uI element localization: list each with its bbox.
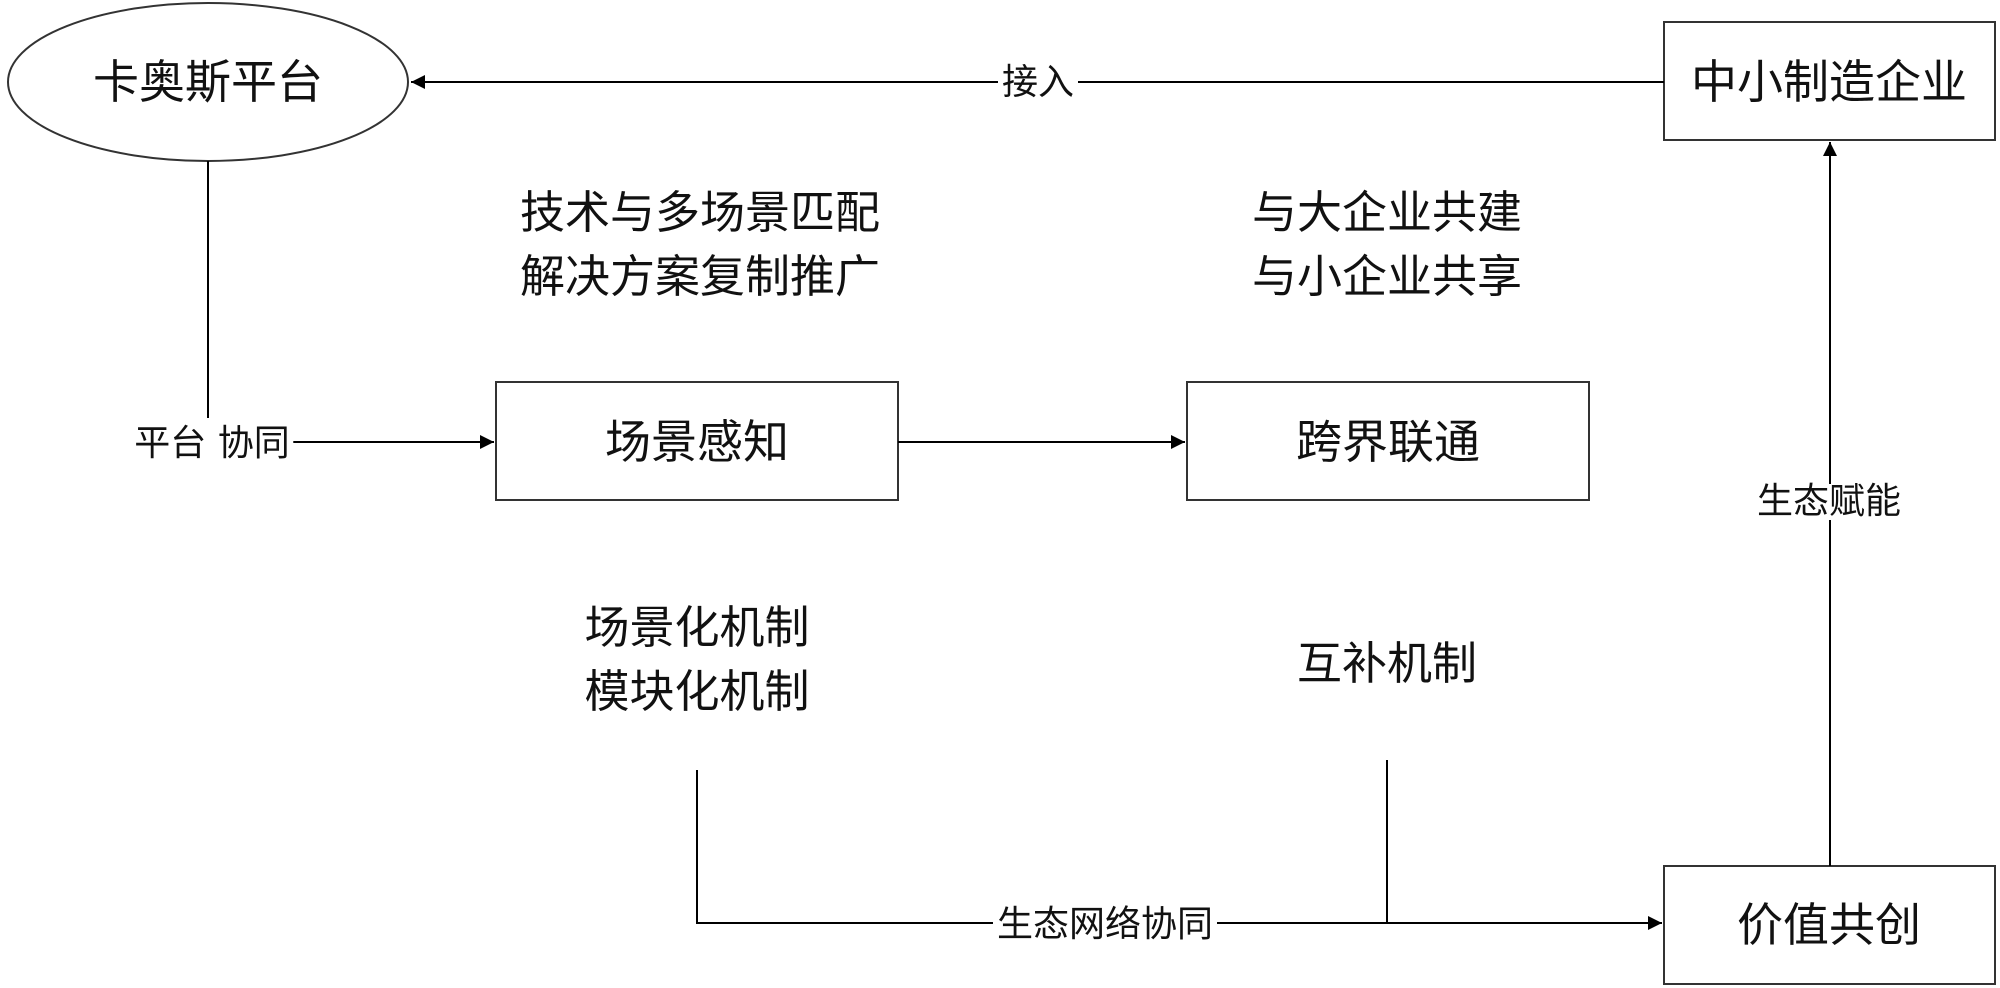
tech-match-note: 技术与多场景匹配 解决方案复制推广 (520, 181, 880, 309)
scene-mech-line2: 模块化机制 (584, 665, 810, 718)
eco-empower-label: 生态赋能 (1752, 484, 1906, 520)
cross-border-node (1186, 381, 1590, 501)
co-build-note: 与大企业共建 与小企业共享 (1252, 181, 1522, 309)
co-build-line1: 与大企业共建 (1251, 186, 1523, 239)
sme-label: 中小制造企业 (1691, 55, 1967, 109)
access-label: 接入 (997, 65, 1079, 101)
tech-match-line1: 技术与多场景匹配 (519, 186, 881, 239)
value-cocreation-label: 价值共创 (1737, 898, 1921, 952)
tech-match-line2: 解决方案复制推广 (519, 250, 881, 303)
scene-mech-note: 场景化机制 模块化机制 (584, 596, 809, 724)
cross-border-label: 跨界联通 (1296, 415, 1480, 469)
scene-mech-line1: 场景化机制 (584, 601, 810, 654)
scene-mech-down-line (696, 770, 1662, 930)
co-build-line2: 与小企业共享 (1251, 250, 1523, 303)
platform-collab-label: 平台 协同 (130, 426, 294, 462)
eco-network-collab-label: 生态网络协同 (992, 907, 1218, 943)
kaos-platform-label: 卡奥斯平台 (93, 55, 323, 109)
complement-mech-note: 互补机制 (1296, 637, 1478, 690)
scene-perception-label: 场景感知 (605, 415, 789, 469)
